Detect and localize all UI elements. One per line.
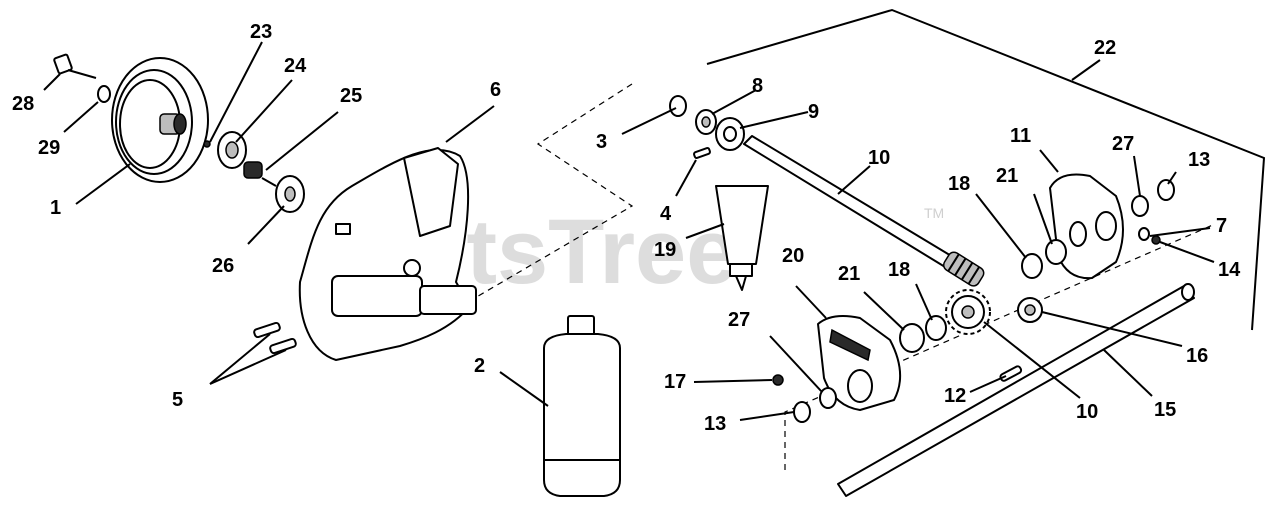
part-gearbox-half-right[interactable] <box>1049 173 1124 280</box>
part-spacer[interactable] <box>243 161 277 187</box>
part-housing[interactable] <box>298 147 477 361</box>
part-shear-pins[interactable] <box>253 321 297 355</box>
callout-28: 28 <box>12 93 34 115</box>
callout-18-lower: 18 <box>888 259 910 281</box>
part-key[interactable] <box>203 140 211 148</box>
callout-25: 25 <box>340 85 362 107</box>
callout-21-lower: 21 <box>838 263 860 285</box>
part-pulley[interactable] <box>111 57 209 183</box>
part-bushing-shaft[interactable] <box>1017 297 1043 323</box>
callout-18-upper: 18 <box>948 173 970 195</box>
alignment-dash-left <box>467 83 634 303</box>
part-thrust-washer-lower[interactable] <box>925 315 947 341</box>
part-retaining-ring[interactable] <box>669 95 687 117</box>
part-grease-tube[interactable] <box>715 185 769 291</box>
callout-1: 1 <box>50 197 61 219</box>
part-flange[interactable] <box>275 175 305 213</box>
part-oil-seal-lower[interactable] <box>819 387 837 409</box>
part-bolt[interactable] <box>53 53 97 79</box>
part-washer[interactable] <box>97 85 111 103</box>
part-oil-bottle[interactable] <box>543 315 621 497</box>
callout-21-upper: 21 <box>996 165 1018 187</box>
callout-15: 15 <box>1154 399 1176 421</box>
part-woodruff-key[interactable] <box>693 147 711 159</box>
callout-23: 23 <box>250 21 272 43</box>
assembly-bracket-line <box>706 8 1266 331</box>
callout-13-upper: 13 <box>1188 149 1210 171</box>
alignment-dash-right <box>784 223 1216 470</box>
callout-12: 12 <box>944 385 966 407</box>
part-worm-gear[interactable] <box>945 289 991 335</box>
callout-29: 29 <box>38 137 60 159</box>
part-thrust-washer-upper[interactable] <box>1021 253 1043 279</box>
callout-24: 24 <box>284 55 307 77</box>
callout-26: 26 <box>212 255 234 277</box>
callout-27-upper: 27 <box>1112 133 1134 155</box>
part-gearbox-half-left[interactable] <box>817 315 902 411</box>
callout-20: 20 <box>782 245 804 267</box>
callout-10-upper: 10 <box>868 147 890 169</box>
callout-19: 19 <box>654 239 676 261</box>
callout-22: 22 <box>1094 37 1116 59</box>
part-flange-bearing-upper[interactable] <box>1045 239 1067 265</box>
callout-13-lower: 13 <box>704 413 726 435</box>
part-bushing[interactable] <box>695 109 717 135</box>
callout-14: 14 <box>1218 259 1241 281</box>
part-flange-bearing-lower[interactable] <box>899 323 925 353</box>
part-vent-plug[interactable] <box>1138 227 1150 241</box>
part-screw-lower[interactable] <box>772 374 784 386</box>
part-screw-right[interactable] <box>1151 235 1161 245</box>
callout-2: 2 <box>474 355 485 377</box>
leader-lines <box>43 41 1215 421</box>
part-washer-lower[interactable] <box>793 401 811 423</box>
callout-17: 17 <box>664 371 686 393</box>
watermark-trademark: TM <box>924 205 944 221</box>
callout-27-lower: 27 <box>728 309 750 331</box>
callout-4: 4 <box>660 203 672 225</box>
callout-labels: 1 2 3 4 5 6 7 8 9 10 10 11 12 13 13 14 1… <box>12 21 1241 435</box>
part-hub-plate[interactable] <box>217 131 247 169</box>
part-washer-right[interactable] <box>1157 179 1175 201</box>
callout-8: 8 <box>752 75 763 97</box>
callout-5: 5 <box>172 389 183 411</box>
callout-7: 7 <box>1216 215 1227 237</box>
callout-16: 16 <box>1186 345 1208 367</box>
part-auger-shaft[interactable] <box>837 283 1195 497</box>
callout-6: 6 <box>490 79 501 101</box>
part-auger-key[interactable] <box>999 365 1023 382</box>
part-worm-shaft[interactable] <box>743 135 986 288</box>
callout-11: 11 <box>1010 125 1031 147</box>
callout-3: 3 <box>596 131 607 153</box>
part-bearing[interactable] <box>715 117 745 151</box>
callout-10-lower: 10 <box>1076 401 1098 423</box>
part-oil-seal-right[interactable] <box>1131 195 1149 217</box>
callout-9: 9 <box>808 101 819 123</box>
